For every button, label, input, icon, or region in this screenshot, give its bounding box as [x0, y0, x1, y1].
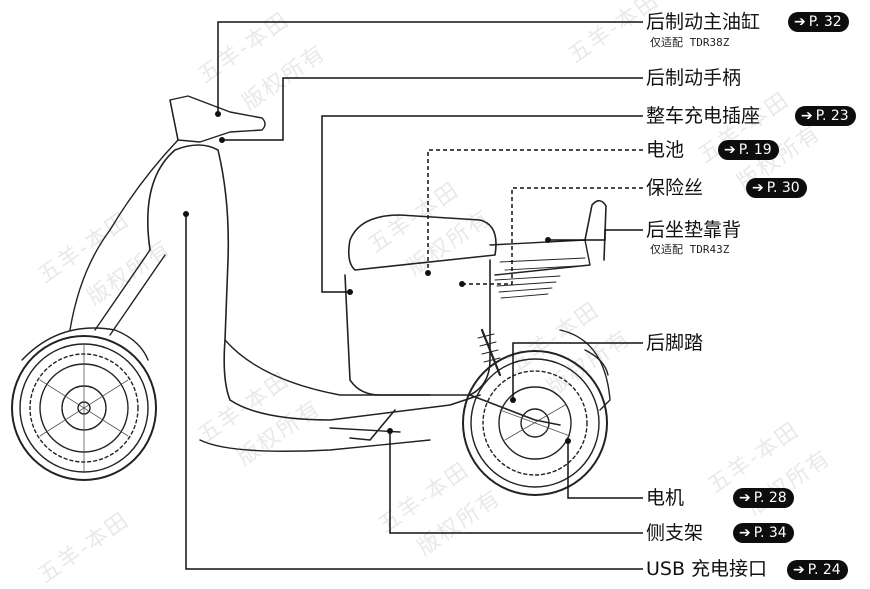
label-motor: 电机	[646, 487, 685, 509]
right-arrow-icon: ➔	[724, 142, 736, 158]
leader-charge-socket	[321, 115, 643, 293]
right-arrow-icon: ➔	[801, 108, 813, 124]
right-arrow-icon: ➔	[793, 562, 805, 578]
note-rear-brake-master: 仅适配 TDR38Z	[650, 36, 730, 49]
leader-rear-brake-lever	[222, 77, 643, 141]
right-arrow-icon: ➔	[739, 490, 751, 506]
leader-backrest	[548, 229, 643, 241]
label-rear-footrest: 后脚踏	[646, 332, 704, 354]
page-ref-motor[interactable]: ➔P. 28	[733, 488, 794, 508]
note-seat-backrest: 仅适配 TDR43Z	[650, 243, 730, 256]
label-rear-brake-master-cylinder: 后制动主油缸	[646, 11, 761, 33]
leader-footrest	[512, 342, 643, 400]
label-side-stand: 侧支架	[646, 522, 704, 544]
leader-usb-port	[185, 214, 643, 570]
right-arrow-icon: ➔	[752, 180, 764, 196]
front-wheel	[11, 335, 157, 481]
label-rear-brake-lever: 后制动手柄	[646, 67, 742, 89]
right-arrow-icon: ➔	[739, 525, 751, 541]
rear-wheel	[462, 350, 608, 496]
label-charge-socket: 整车充电插座	[646, 105, 761, 127]
label-fuse: 保险丝	[646, 177, 704, 199]
leader-battery	[427, 149, 643, 272]
right-arrow-icon: ➔	[794, 14, 806, 30]
label-usb-port: USB 充电接口	[646, 558, 768, 580]
page-ref-side-stand[interactable]: ➔P. 34	[733, 523, 794, 543]
page-ref-rear-brake-master[interactable]: ➔P. 32	[788, 12, 849, 32]
page-ref-charge-socket[interactable]: ➔P. 23	[795, 106, 856, 126]
leader-rear-brake-master	[217, 21, 643, 112]
leader-fuse	[462, 187, 643, 285]
page-ref-battery[interactable]: ➔P. 19	[718, 140, 779, 160]
label-battery: 电池	[646, 139, 685, 161]
page-ref-fuse[interactable]: ➔P. 30	[746, 178, 807, 198]
leader-motor	[567, 442, 643, 499]
page-ref-usb-port[interactable]: ➔P. 24	[787, 560, 848, 580]
label-seat-backrest: 后坐垫靠背	[646, 219, 742, 241]
leader-side-stand	[389, 432, 643, 534]
